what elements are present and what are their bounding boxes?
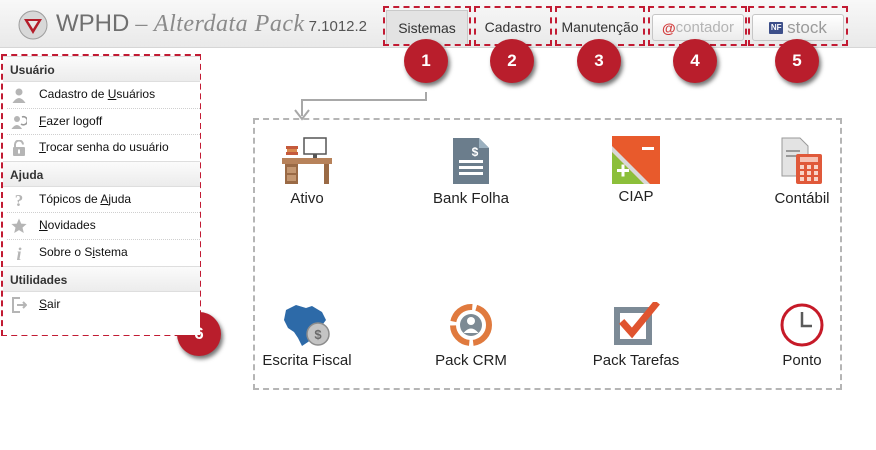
menu-item-shortcut: U (107, 87, 117, 101)
menu-item-shortcut: N (39, 218, 48, 233)
exit-icon (12, 296, 27, 313)
brazil-map-coin-icon: $ (284, 305, 330, 346)
logoff-icon (11, 115, 27, 129)
apps-panel (253, 118, 842, 390)
menu-item-label: stema (95, 244, 128, 259)
stock-label: stock (787, 17, 827, 37)
app-label: Bank Folha (433, 190, 509, 207)
callout-5: 5 (775, 39, 819, 83)
app-label: Ponto (782, 352, 822, 369)
calculator-icon (781, 137, 822, 184)
app-label: Escrita Fiscal (262, 352, 352, 369)
menu-item-shortcut: i (92, 244, 96, 259)
menu-item-cadastro-usuarios[interactable]: Cadastro de Usuários (3, 82, 200, 108)
version-label: 7.1012.2 (308, 18, 368, 35)
menu-item-fazer-logoff[interactable]: Fazer logoff (3, 109, 200, 135)
menu-item-label: ovidades (47, 218, 96, 233)
app-bank-folha[interactable]: $ Bank Folha (406, 136, 536, 207)
svg-text:?: ? (15, 192, 24, 208)
contador-at-icon: @ (661, 19, 676, 36)
menu-section-ajuda: Ajuda (3, 160, 200, 187)
callout-1: 1 (404, 39, 448, 83)
app-label: Pack Tarefas (592, 352, 680, 369)
svg-text:i: i (16, 245, 21, 261)
menu-item-sair[interactable]: Sair (3, 292, 200, 318)
star-icon (11, 218, 27, 234)
callout-2: 2 (490, 39, 534, 83)
menu-item-shortcut: T (39, 140, 46, 155)
crm-cycle-icon (450, 304, 492, 346)
menu-item-novidades[interactable]: Novidades (3, 213, 200, 239)
menu-section-usuario: Usuário (3, 56, 200, 82)
user-icon (12, 88, 26, 103)
plus-minus-icon (612, 136, 660, 184)
app-ponto[interactable]: Ponto (737, 302, 867, 369)
app-label: CIAP (618, 188, 654, 205)
menu-item-label: Tópicos de (39, 191, 101, 206)
menu-item-label: azer logoff (46, 113, 103, 128)
app-label: Pack CRM (435, 352, 507, 369)
side-menu: Usuário Cadastro de Usuários Fazer logof… (3, 56, 200, 335)
menu-section-utilidades: Utilidades (3, 265, 200, 292)
document-dollar-icon: $ (453, 138, 489, 184)
app-label: Contábil (774, 190, 830, 207)
app-pack-crm[interactable]: Pack CRM (406, 302, 536, 369)
menu-item-label: air (47, 296, 61, 311)
menu-item-trocar-senha[interactable]: Trocar senha do usuário (3, 135, 200, 161)
menu-item-label: juda (108, 191, 132, 206)
nf-badge-icon: NF (769, 21, 784, 34)
app-pack-tarefas[interactable]: Pack Tarefas (571, 302, 701, 369)
clock-icon (780, 303, 824, 347)
svg-text:$: $ (314, 327, 322, 342)
callout-3: 3 (577, 39, 621, 83)
menu-item-topicos-ajuda[interactable]: ? Tópicos de Ajuda (3, 187, 200, 213)
app-contabil[interactable]: Contábil (737, 136, 867, 207)
menu-item-label: rocar senha do usuário (45, 140, 169, 155)
desk-icon (282, 137, 332, 184)
menu-item-label: suários (116, 87, 156, 101)
menu-item-label: Sobre o S (39, 244, 93, 259)
menu-item-shortcut: A (100, 191, 109, 206)
contador-button[interactable]: @contador (652, 14, 744, 41)
brand-name: WPHD (56, 10, 130, 37)
tab-cadastro[interactable]: Cadastro (484, 19, 542, 35)
question-icon: ? (15, 192, 24, 208)
tab-sistemas[interactable]: Sistemas (386, 10, 468, 44)
info-icon: i (16, 245, 21, 261)
brand-separator: – (135, 11, 148, 37)
app-ciap[interactable]: CIAP (571, 136, 701, 205)
menu-item-shortcut: S (39, 296, 48, 311)
checkbox-icon (614, 302, 660, 345)
menu-item-sobre-sistema[interactable]: i Sobre o Sistema (3, 240, 200, 266)
lock-icon (13, 140, 25, 157)
tab-manutencao[interactable]: Manutenção (561, 19, 639, 35)
logo-icon (18, 10, 48, 40)
brand-product: Alterdata Pack (153, 11, 305, 37)
contador-label: contador (675, 19, 735, 36)
menu-item-shortcut: F (39, 113, 47, 128)
app-label: Ativo (290, 190, 324, 207)
app-ativo[interactable]: Ativo (242, 136, 372, 207)
callout-4: 4 (673, 39, 717, 83)
app-escrita-fiscal[interactable]: $ Escrita Fiscal (242, 302, 372, 369)
menu-item-label: Cadastro de (39, 87, 108, 101)
svg-text:$: $ (472, 145, 479, 159)
